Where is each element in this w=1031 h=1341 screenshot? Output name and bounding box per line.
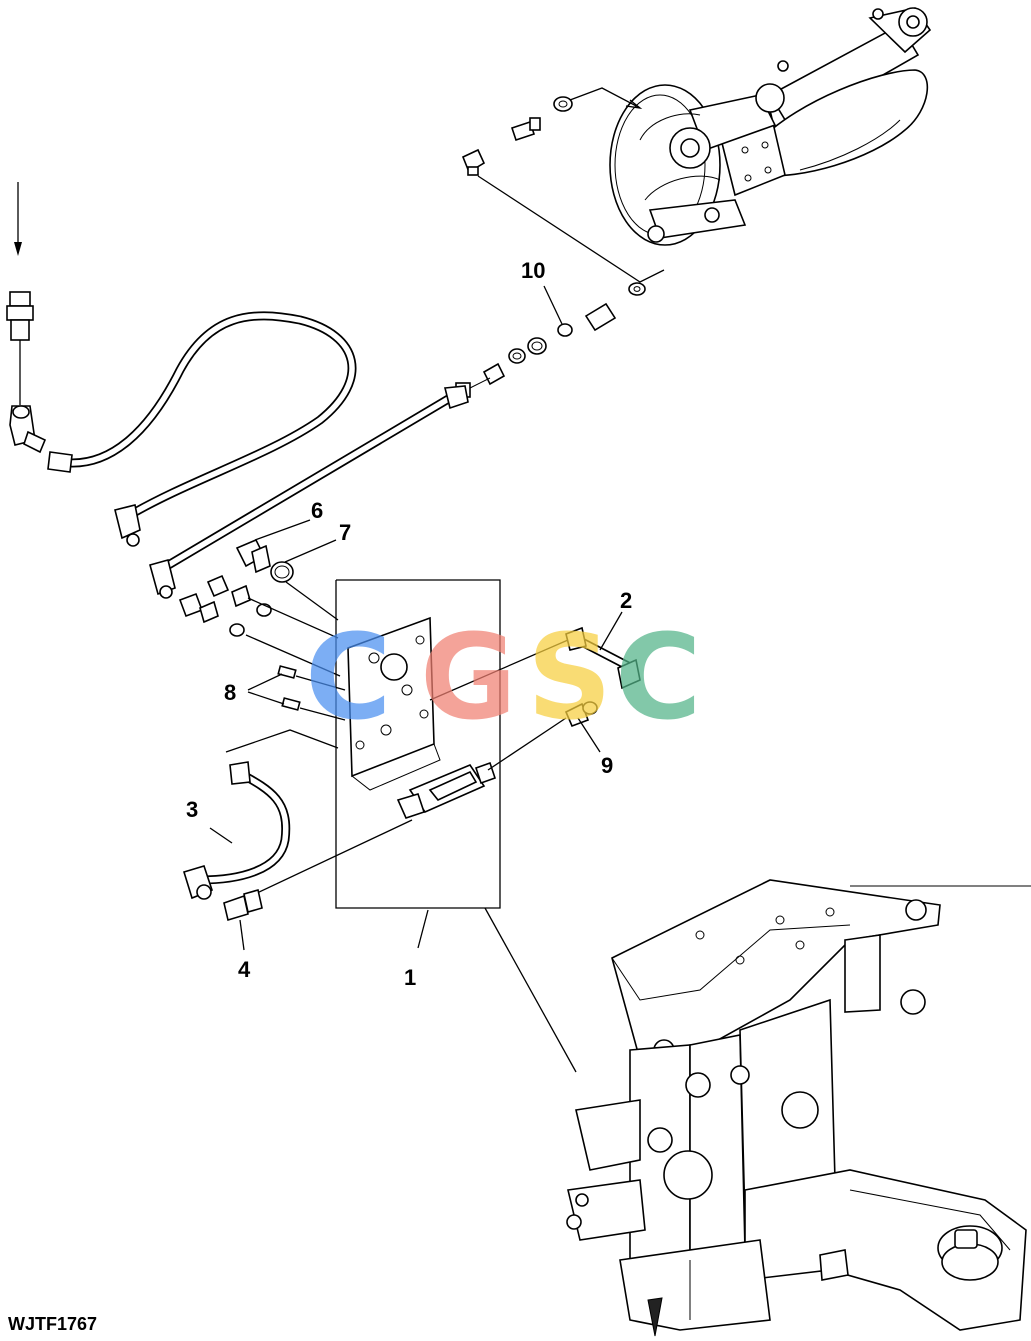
elbow-item-4 [223, 888, 263, 951]
valve-side-fittings [178, 574, 341, 677]
tube-item-3 [182, 729, 339, 900]
callout-7: 7 [339, 520, 351, 545]
cylinder-assembly [609, 7, 932, 246]
callout-labels: 1 2 3 4 6 7 8 9 10 [186, 258, 632, 990]
watermark-letter-g: G [420, 608, 517, 746]
watermark-letter-c1: C [305, 608, 392, 746]
fitting-item-6 [235, 519, 311, 574]
cgsc-watermark: C G S C [305, 608, 702, 746]
callout-1: 1 [404, 965, 416, 990]
callout-9: 9 [601, 753, 613, 778]
left-fitting-stack [6, 182, 47, 454]
o-ring-item-7 [270, 539, 339, 621]
fitting-item-9 [564, 701, 601, 753]
frame-assembly [566, 879, 1031, 1337]
watermark-letter-c2: C [615, 608, 702, 746]
callout-2: 2 [620, 588, 632, 613]
tube-item-2 [565, 611, 641, 690]
figure-id-label: WJTF1767 [8, 1314, 97, 1334]
callout-8: 8 [224, 680, 236, 705]
callout-6: 6 [311, 498, 323, 523]
hose-loop [47, 311, 357, 547]
callout-10: 10 [521, 258, 545, 283]
callout-3: 3 [186, 797, 198, 822]
top-fittings [461, 87, 665, 283]
fittings-item-10 [455, 282, 646, 398]
straight-hose [149, 385, 469, 599]
callout-4: 4 [238, 957, 251, 982]
valve-group-box [237, 579, 577, 1073]
watermark-letter-s: S [527, 608, 612, 746]
